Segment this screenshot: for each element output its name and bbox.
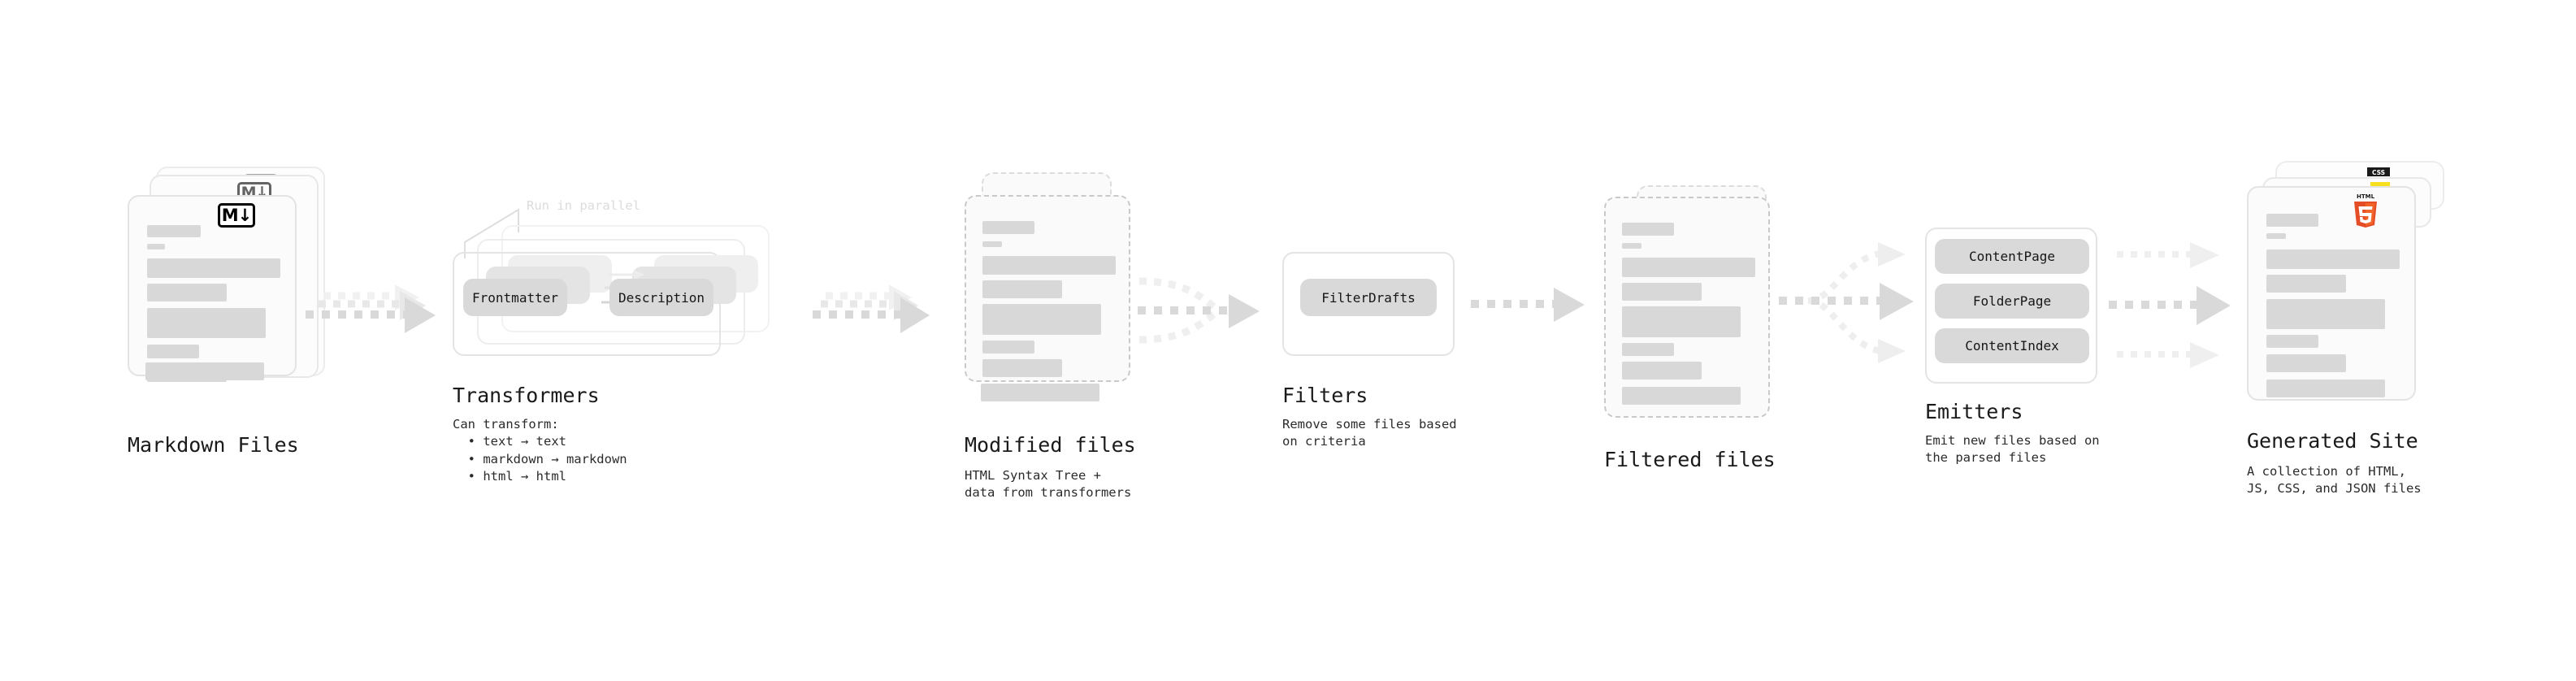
skeleton-bar	[2266, 249, 2400, 269]
emitter-chip-folderpage[interactable]: FolderPage	[1935, 284, 2089, 319]
stage-title-markdown-files: Markdown Files	[128, 433, 299, 457]
skeleton-bar	[982, 280, 1062, 298]
generated-card-front	[2247, 186, 2416, 401]
skeleton-bar	[982, 340, 1034, 354]
skeleton-bar	[981, 384, 1099, 401]
skeleton-bar	[147, 244, 165, 249]
skeleton-bar	[982, 256, 1116, 275]
skeleton-bar	[2266, 335, 2318, 348]
stage-subtitle-emitters: Emit new files based on the parsed files	[1925, 433, 2100, 466]
skeleton-bar	[2266, 380, 2385, 397]
emitter-chip-contentpage[interactable]: ContentPage	[1935, 239, 2089, 274]
connector-emitters-to-site	[2109, 242, 2231, 368]
markdown-card-front	[128, 195, 297, 382]
stage-subtitle-filters: Remove some files based on criteria	[1282, 417, 1457, 449]
skeleton-bar	[2266, 275, 2346, 293]
connector-transformers-to-modified	[813, 284, 930, 333]
stage-title-generated-site: Generated Site	[2247, 429, 2418, 453]
skeleton-bar	[2266, 354, 2346, 372]
skeleton-bar	[1622, 343, 1674, 356]
stage-title-filtered-files: Filtered files	[1604, 448, 1776, 471]
transformer-chip-description[interactable]: Description	[609, 279, 713, 316]
stage-subtitle-generated-site: A collection of HTML, JS, CSS, and JSON …	[2247, 464, 2422, 497]
skeleton-bar	[982, 221, 1034, 234]
skeleton-bar	[1622, 223, 1674, 236]
stage-title-emitters: Emitters	[1925, 400, 2023, 423]
filter-chip-filterdrafts[interactable]: FilterDrafts	[1300, 279, 1437, 316]
filtered-card-front	[1604, 197, 1770, 418]
skeleton-bar	[147, 308, 266, 338]
skeleton-bar	[1622, 283, 1702, 301]
html5-icon: HTML	[2354, 193, 2377, 228]
connector-markdown-to-transformers	[306, 284, 436, 333]
run-in-parallel-label: Run in parallel	[527, 198, 640, 213]
skeleton-bar	[147, 284, 227, 301]
connector-filtered-to-emitters	[1779, 242, 1914, 363]
modified-card-front	[965, 195, 1130, 382]
svg-text:HTML: HTML	[2357, 193, 2375, 200]
connector-filters-to-filtered	[1471, 288, 1585, 322]
skeleton-bar	[2266, 299, 2385, 329]
skeleton-bar	[2266, 233, 2286, 239]
skeleton-bar	[1622, 362, 1702, 380]
stage-title-transformers: Transformers	[453, 384, 600, 407]
skeleton-bar	[2266, 214, 2318, 227]
connector-modified-to-filters	[1138, 277, 1260, 344]
skeleton-bar	[982, 359, 1062, 377]
stage-subtitle-modified-files: HTML Syntax Tree + data from transformer…	[965, 468, 1132, 501]
skeleton-bar	[982, 304, 1101, 335]
stage-title-filters: Filters	[1282, 384, 1368, 407]
skeleton-bar	[1622, 306, 1741, 337]
skeleton-bar	[147, 258, 280, 278]
transformers-box-front	[453, 252, 721, 356]
emitter-chip-contentindex[interactable]: ContentIndex	[1935, 328, 2089, 363]
skeleton-bar	[1622, 243, 1641, 249]
skeleton-bar	[147, 225, 201, 237]
skeleton-bar	[982, 241, 1002, 247]
skeleton-bar	[145, 362, 264, 380]
stage-title-modified-files: Modified files	[965, 433, 1136, 457]
skeleton-bar	[1622, 387, 1741, 405]
stage-subtitle-transformers: Can transform: • text → text • markdown …	[453, 417, 627, 484]
svg-text:CSS: CSS	[2372, 169, 2385, 176]
skeleton-bar	[147, 345, 199, 358]
markdown-badge-front: M↓	[218, 203, 255, 228]
skeleton-bar	[1622, 258, 1755, 277]
transformer-chip-frontmatter[interactable]: Frontmatter	[463, 279, 567, 316]
